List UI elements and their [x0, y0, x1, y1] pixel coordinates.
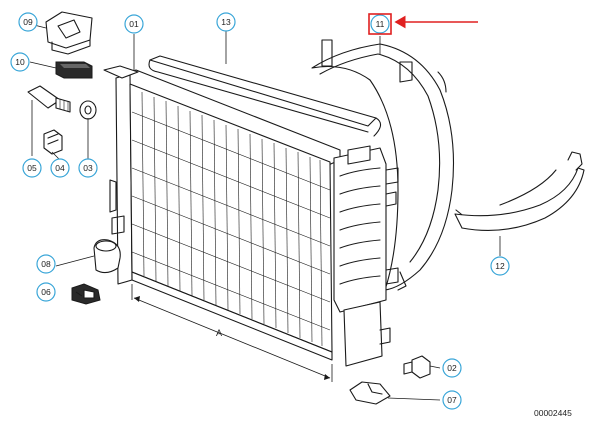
svg-text:10: 10 [15, 57, 25, 67]
callout-06: 06 [36, 282, 56, 302]
callout-04: 04 [50, 158, 70, 178]
callout-05: 05 [22, 158, 42, 178]
shroud-cover [454, 151, 585, 232]
callout-02: 02 [442, 358, 462, 378]
part-03-washer [79, 100, 97, 120]
part-02-screw [403, 355, 431, 379]
rubber-seal-strip [148, 55, 382, 137]
fan-shroud [311, 39, 467, 291]
part-10-grommet [55, 61, 93, 79]
callout-09: 09 [18, 12, 38, 32]
part-06-clip [71, 283, 101, 305]
callout-11: 11 [370, 14, 390, 34]
radiator [103, 65, 341, 361]
svg-text:07: 07 [447, 395, 457, 405]
svg-text:05: 05 [27, 163, 37, 173]
leader-lines [29, 23, 501, 401]
expansion-tank [333, 145, 399, 367]
svg-text:04: 04 [55, 163, 65, 173]
part-04-drain-screw [43, 129, 63, 155]
document-number: 00002445 [534, 408, 572, 418]
svg-text:06: 06 [41, 287, 51, 297]
svg-text:08: 08 [41, 259, 51, 269]
svg-text:13: 13 [221, 17, 231, 27]
highlight-box [368, 13, 392, 35]
callout-13: 13 [216, 12, 236, 32]
svg-text:03: 03 [83, 163, 93, 173]
callout-08: 08 [36, 254, 56, 274]
svg-text:09: 09 [23, 17, 33, 27]
dimension-a: A [131, 284, 333, 382]
callout-01: 01 [124, 14, 144, 34]
svg-text:11: 11 [376, 19, 385, 29]
callout-07: 07 [442, 390, 462, 410]
part-09-bracket [45, 11, 93, 55]
callout-12: 12 [490, 256, 510, 276]
svg-text:01: 01 [129, 19, 139, 29]
part-05-plug [27, 85, 71, 113]
part-07-holder [349, 381, 391, 405]
callout-03: 03 [78, 158, 98, 178]
part-08-rubber-mount [93, 239, 121, 274]
callout-10: 10 [10, 52, 30, 72]
svg-text:12: 12 [495, 261, 505, 271]
dimension-label: A [216, 328, 222, 338]
svg-text:02: 02 [447, 363, 457, 373]
